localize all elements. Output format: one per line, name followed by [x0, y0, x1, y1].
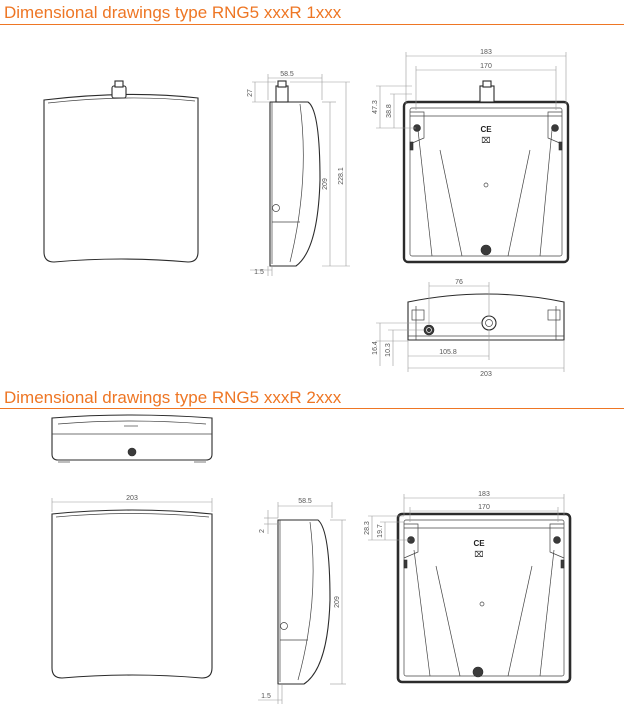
- section-divider-2: [0, 408, 624, 409]
- section-divider-1: [0, 24, 624, 25]
- s2-side-height: 209: [334, 596, 341, 608]
- s2-side-view: [258, 502, 346, 704]
- s1-front-view: [43, 80, 199, 263]
- s2-rear-view: CE ⌧: [368, 494, 572, 684]
- s2-side-wall: 1.5: [261, 693, 271, 700]
- s2-rear-drop-outer: 28.3: [364, 521, 371, 535]
- s2-weee-icon: ⌧: [474, 550, 483, 559]
- s1-bottom-gland-height-1: 16.4: [372, 341, 379, 355]
- section-title-2: Dimensional drawings type RNG5 xxxR 2xxx: [4, 388, 342, 407]
- s1-bottom-view: [376, 282, 565, 372]
- s2-rear-width-outer: 183: [478, 491, 490, 498]
- s2-top-view: [51, 414, 213, 463]
- s2-rear-drop-inner: 19.7: [377, 524, 384, 538]
- section-title-1: Dimensional drawings type RNG5 xxxR 1xxx: [4, 3, 342, 22]
- s1-bottom-gland-offset: 105.8: [439, 349, 457, 356]
- s2-side-offset: 2: [259, 529, 266, 533]
- s2-front-width: 203: [126, 495, 138, 502]
- s2-rear-width-inner: 170: [478, 504, 490, 511]
- s1-bottom-width: 203: [480, 371, 492, 378]
- s1-side-depth: 58.5: [280, 71, 294, 78]
- s2-ce-mark: CE: [473, 539, 485, 548]
- s1-side-height-inner: 209: [322, 178, 329, 190]
- s1-weee-icon: ⌧: [481, 136, 490, 145]
- s1-bottom-gland-height-2: 10.3: [385, 343, 392, 357]
- s1-side-view: [250, 74, 350, 276]
- s1-rear-width-outer: 183: [480, 49, 492, 56]
- s1-side-height-total: 228.1: [338, 167, 345, 185]
- s1-bottom-gland-spacing: 76: [455, 279, 463, 286]
- s1-side-wall: 1.5: [254, 269, 264, 276]
- s1-rear-drop-outer: 47.3: [372, 100, 379, 114]
- s1-ce-mark: CE: [480, 125, 492, 134]
- s2-front-view: [51, 498, 213, 679]
- s1-side-gland-offset: 27: [247, 89, 254, 97]
- s1-rear-view: CE ⌧: [376, 52, 570, 264]
- s2-side-depth: 58.5: [298, 498, 312, 505]
- s1-rear-drop-inner: 38.8: [386, 104, 393, 118]
- s1-rear-width-inner: 170: [480, 63, 492, 70]
